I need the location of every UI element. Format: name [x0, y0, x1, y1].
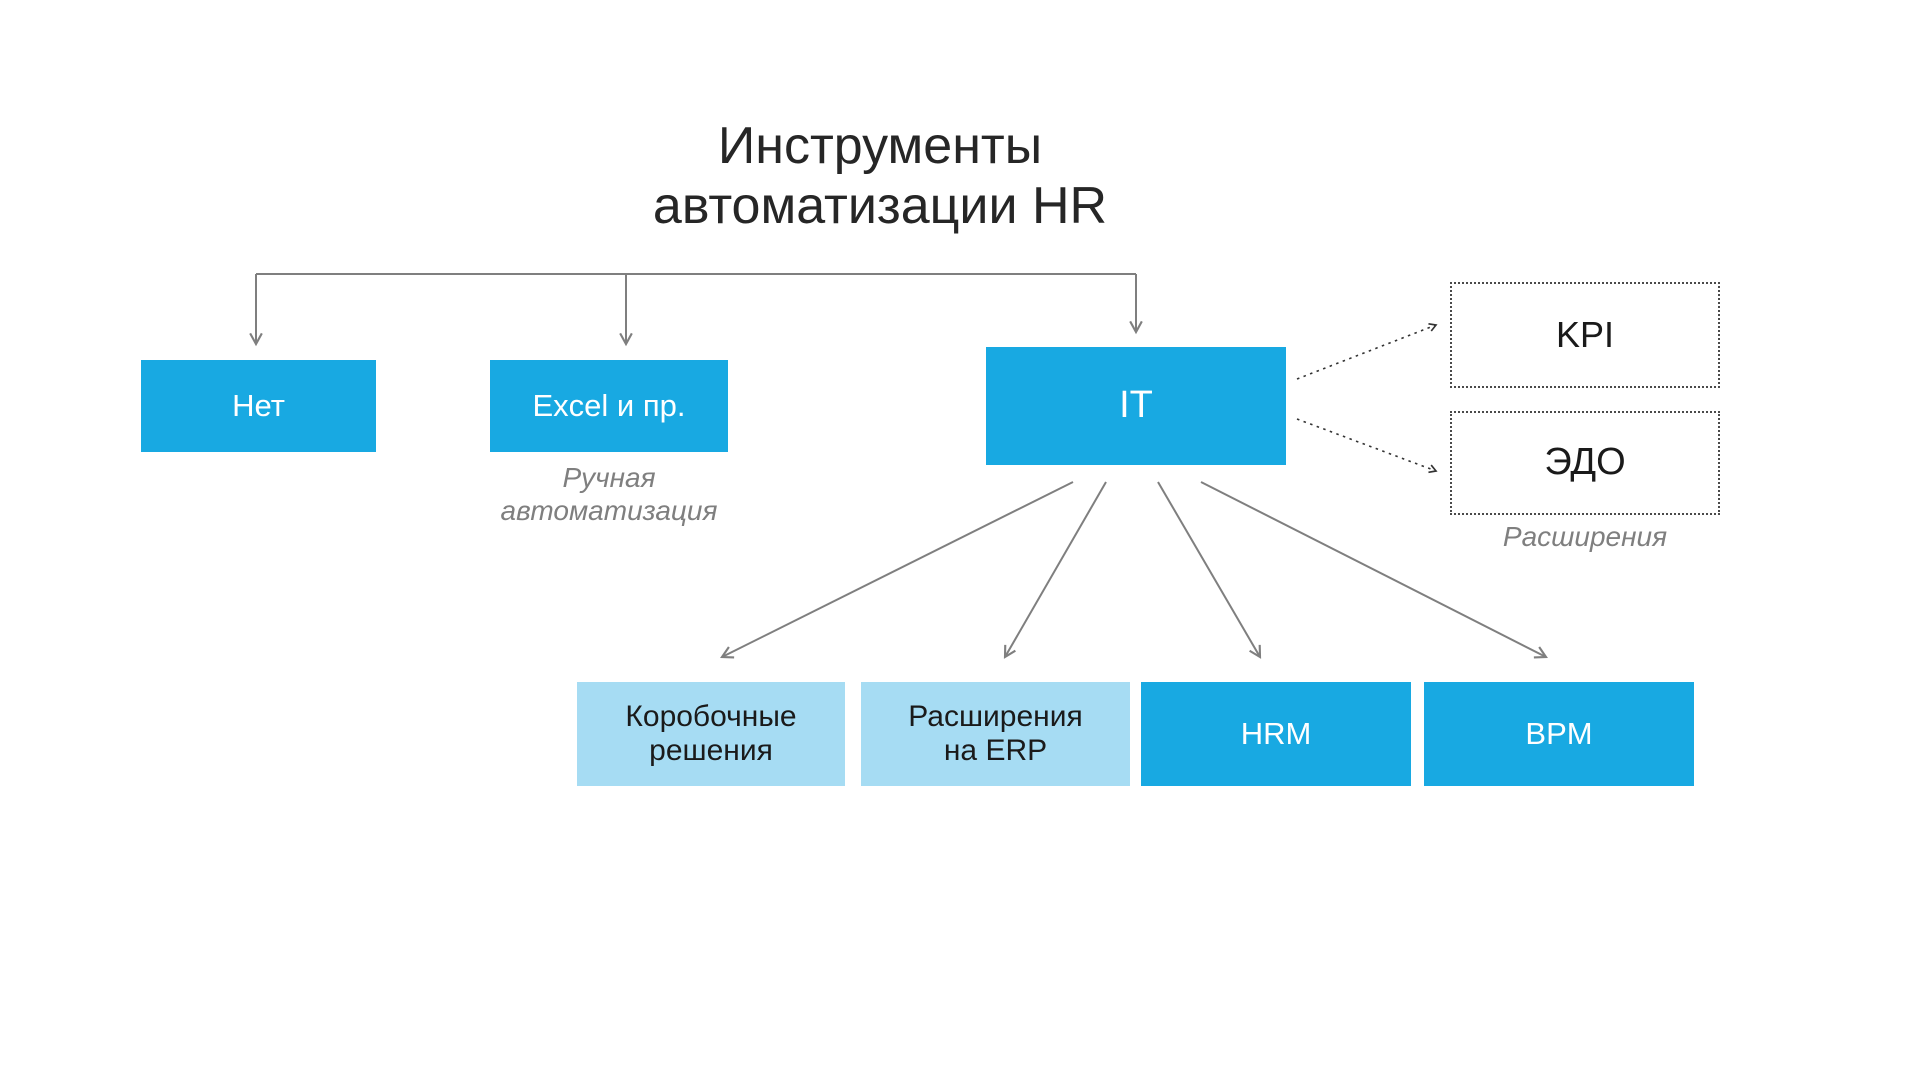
node-bpm: BPM: [1424, 682, 1694, 786]
node-it-label: IT: [1119, 384, 1153, 427]
node-none-label: Нет: [232, 388, 285, 424]
connector-it-to-kpi: [1296, 322, 1438, 380]
extension-kpi: KPI: [1450, 282, 1720, 388]
node-boxed-solutions-label: Коробочные решения: [625, 699, 797, 768]
extension-kpi-label: KPI: [1555, 314, 1615, 356]
page-title-line2: автоматизации HR: [652, 177, 1108, 235]
node-excel: Excel и пр.: [490, 360, 728, 452]
node-none: Нет: [141, 360, 376, 452]
node-boxed-solutions: Коробочные решения: [577, 682, 845, 786]
caption-extensions: Расширения: [1502, 521, 1668, 552]
extension-edo: ЭДО: [1450, 411, 1720, 515]
page-title: Инструменты автоматизации HR: [430, 116, 1330, 236]
page-title-line1: Инструменты: [717, 117, 1043, 175]
connector-it-to-edo: [1296, 418, 1438, 474]
node-erp-extensions: Расширения на ERP: [861, 682, 1130, 786]
extension-edo-label: ЭДО: [1544, 441, 1626, 484]
node-hrm: HRM: [1141, 682, 1411, 786]
connector-it-to-boxed: [720, 481, 1074, 659]
connector-it-to-erp: [1003, 481, 1107, 659]
node-bpm-label: BPM: [1525, 716, 1593, 752]
node-excel-label: Excel и пр.: [532, 388, 686, 424]
caption-manual-automation: Ручная автоматизация: [500, 462, 718, 526]
connector-it-to-hrm: [1157, 481, 1262, 659]
node-it: IT: [986, 347, 1286, 465]
connector-it-to-bpm: [1200, 481, 1548, 659]
node-hrm-label: HRM: [1240, 716, 1312, 752]
node-erp-extensions-label: Расширения на ERP: [908, 699, 1083, 768]
